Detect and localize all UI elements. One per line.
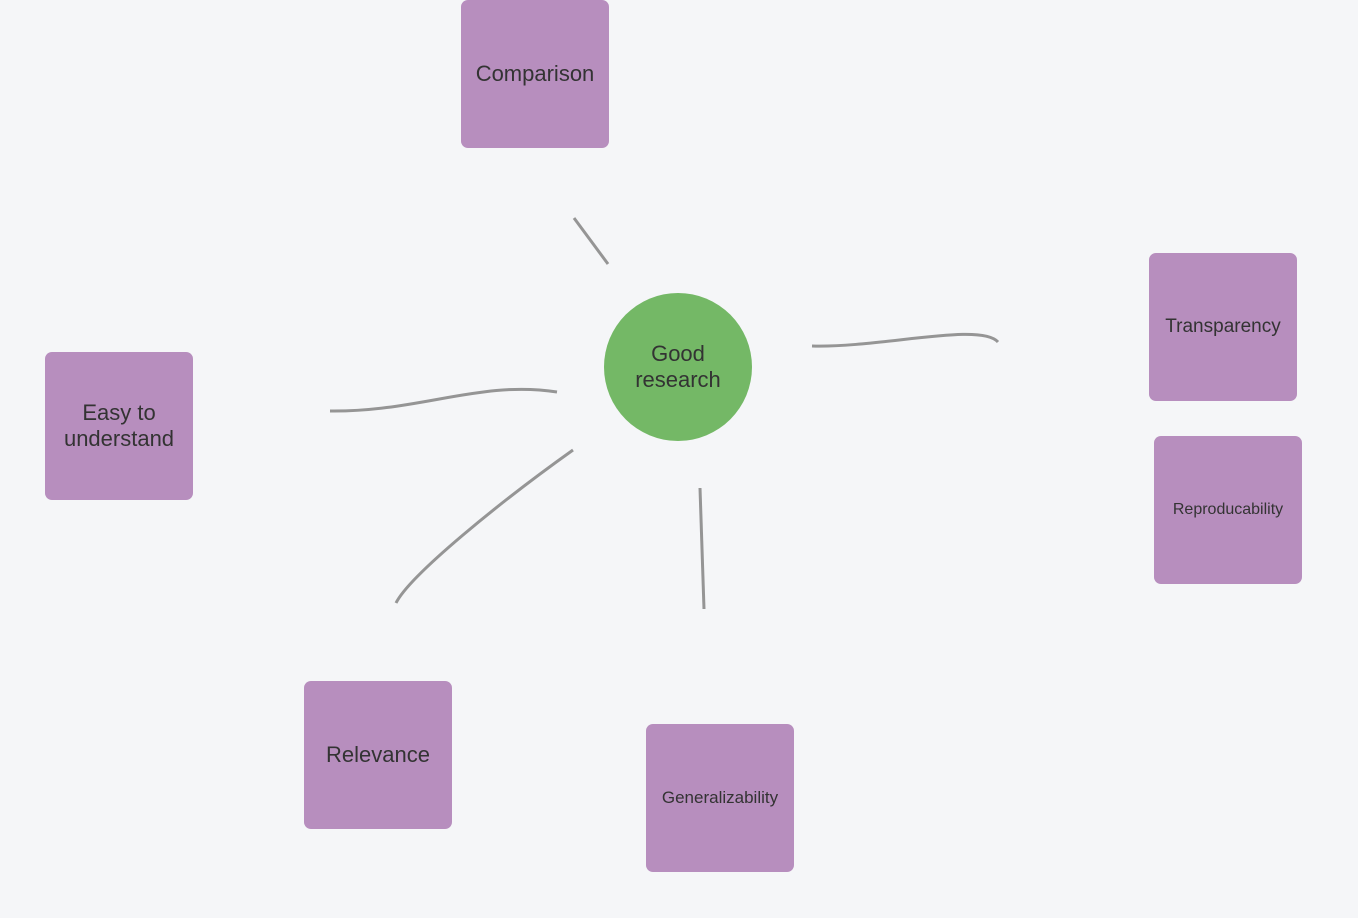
sticky-relevance[interactable]: Relevance bbox=[304, 681, 452, 829]
sticky-label: Transparency bbox=[1165, 315, 1281, 337]
connector-easy-to-understand[interactable] bbox=[329, 387, 558, 413]
sticky-comparison[interactable]: Comparison bbox=[461, 0, 609, 148]
sticky-label: Relevance bbox=[326, 741, 430, 767]
sticky-easy-to-understand[interactable]: Easy to understand bbox=[45, 352, 193, 500]
connector-comparison[interactable] bbox=[572, 217, 610, 265]
connector-relevance[interactable] bbox=[394, 448, 574, 604]
connector-transparency[interactable] bbox=[811, 332, 1000, 348]
sticky-transparency[interactable]: Transparency bbox=[1149, 253, 1297, 401]
sticky-label: Easy to understand bbox=[63, 399, 175, 451]
sticky-reproducability[interactable]: Reproducability bbox=[1154, 436, 1302, 584]
center-label: Good research bbox=[635, 340, 721, 392]
connector-generalizability[interactable] bbox=[698, 487, 706, 610]
sticky-label: Reproducability bbox=[1172, 501, 1284, 519]
sticky-generalizability[interactable]: Generalizability bbox=[646, 724, 794, 872]
center-node-good-research[interactable]: Good research bbox=[604, 293, 752, 441]
sticky-label: Generalizability bbox=[661, 787, 779, 807]
sticky-label: Comparison bbox=[475, 60, 595, 86]
